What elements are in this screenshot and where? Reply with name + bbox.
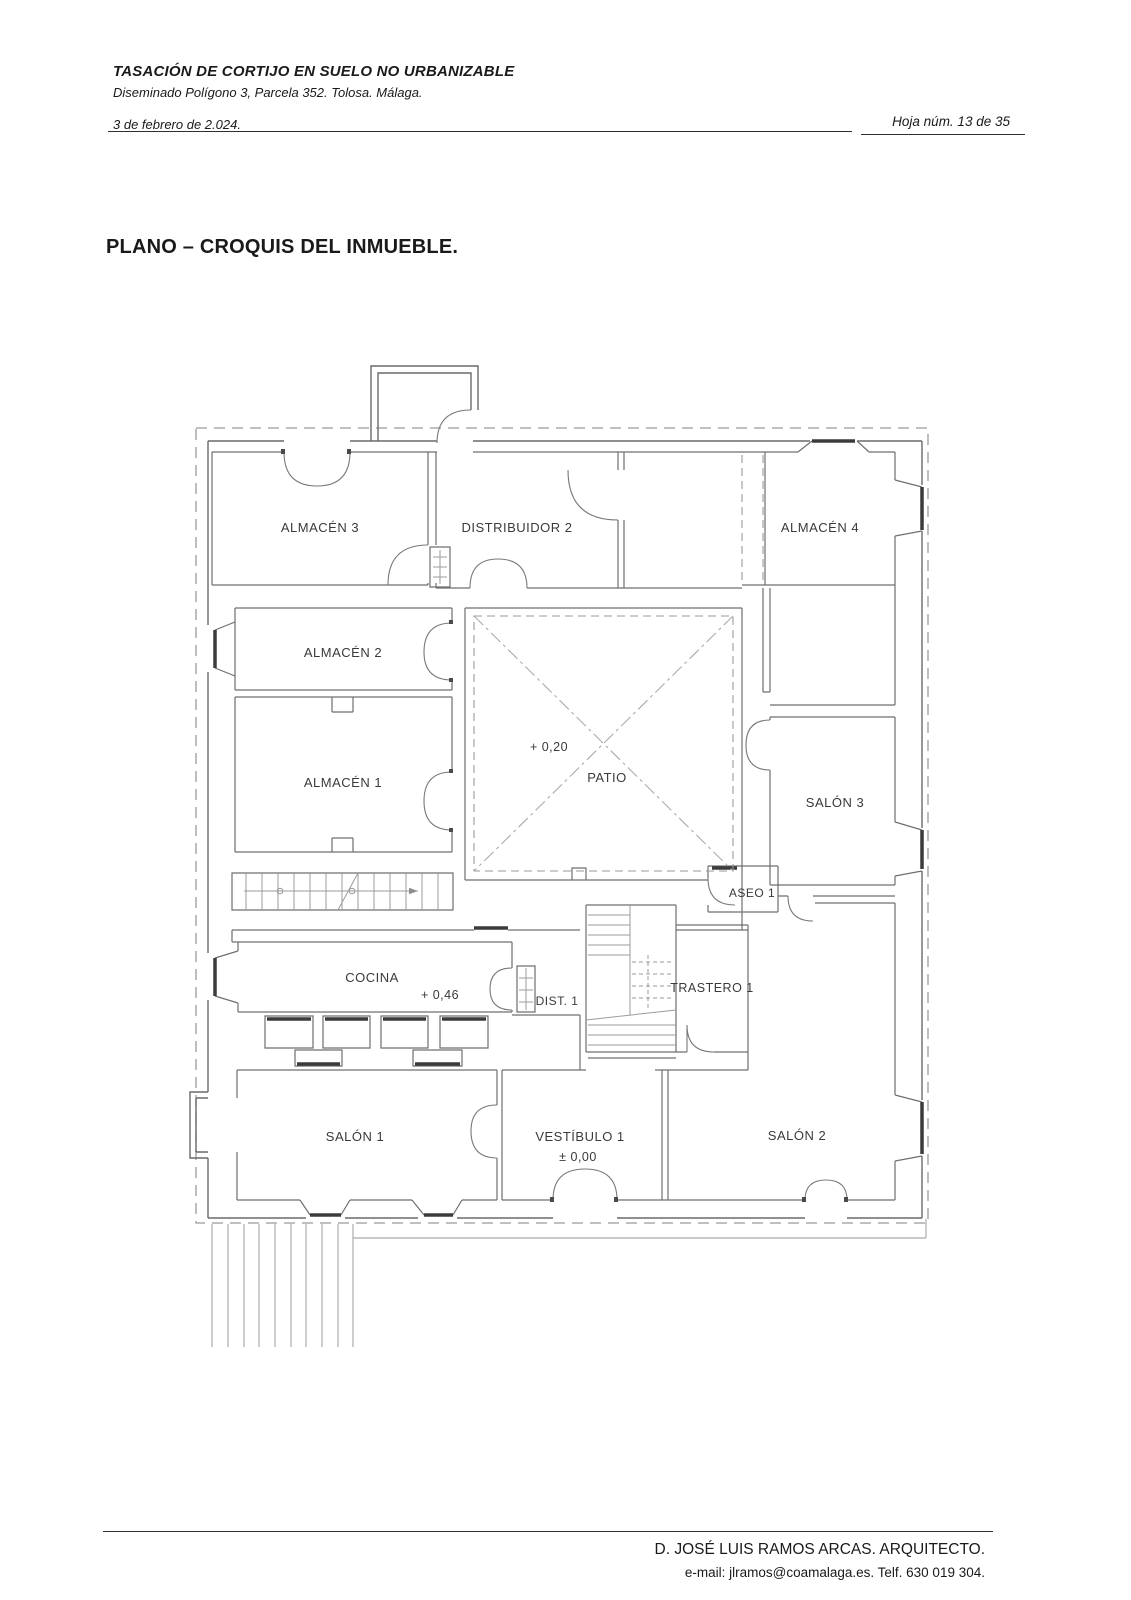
stair-hatching — [244, 550, 677, 1046]
cocina-level-label: + 0,46 — [421, 988, 459, 1002]
exterior-steps — [211, 1219, 927, 1347]
footer-rule — [103, 1531, 993, 1532]
document-title: TASACIÓN DE CORTIJO EN SUELO NO URBANIZA… — [113, 63, 515, 80]
patio-level-label: + 0,20 — [530, 740, 568, 754]
room-label-aseo1: ASEO 1 — [729, 886, 775, 900]
room-label-patio: PATIO — [587, 770, 627, 785]
stair-direction-arrow — [409, 887, 418, 895]
section-title: PLANO – CROQUIS DEL INMUEBLE. — [106, 236, 459, 258]
header-rule-right — [861, 134, 1025, 135]
patio-dashed-edge — [473, 455, 764, 872]
document-date: 3 de febrero de 2.024. — [113, 117, 241, 132]
room-label-almacen2: ALMACÉN 2 — [304, 645, 382, 660]
room-label-dist1: DIST. 1 — [536, 994, 579, 1008]
door-jambs — [281, 449, 848, 1202]
footer-contact: e-mail: jlramos@coamalaga.es. Telf. 630 … — [684, 1565, 985, 1580]
room-label-almacen1: ALMACÉN 1 — [304, 775, 382, 790]
document-subtitle: Diseminado Polígono 3, Parcela 352. Tolo… — [113, 85, 423, 100]
room-label-salon1: SALÓN 1 — [326, 1129, 384, 1144]
room-labels: ALMACÉN 3 DISTRIBUIDOR 2 ALMACÉN 4 ALMAC… — [281, 520, 864, 1164]
exterior-walls — [189, 365, 923, 1219]
window-bars — [213, 439, 924, 1217]
room-label-almacen3: ALMACÉN 3 — [281, 520, 359, 535]
room-label-almacen4: ALMACÉN 4 — [781, 520, 859, 535]
room-label-salon3: SALÓN 3 — [806, 795, 864, 810]
room-label-salon2: SALÓN 2 — [768, 1128, 826, 1143]
header-rule-left — [108, 131, 852, 132]
floor-plan: ALMACÉN 3 DISTRIBUIDOR 2 ALMACÉN 4 ALMAC… — [185, 358, 935, 1353]
room-label-trastero1: TRASTERO 1 — [670, 981, 754, 995]
interior-walls — [211, 440, 923, 1216]
footer-architect: D. JOSÉ LUIS RAMOS ARCAS. ARQUITECTO. — [654, 1541, 985, 1558]
floor-plan-drawing: ALMACÉN 3 DISTRIBUIDOR 2 ALMACÉN 4 ALMAC… — [189, 365, 929, 1347]
room-label-vestibulo1: VESTÍBULO 1 — [535, 1129, 624, 1144]
room-label-cocina: COCINA — [345, 970, 399, 985]
roof-overhang-dashed — [195, 427, 929, 1224]
door-swings — [283, 409, 848, 1201]
room-label-distribuidor2: DISTRIBUIDOR 2 — [461, 520, 572, 535]
page-number: Hoja núm. 13 de 35 — [892, 114, 1010, 129]
patio-diagonals — [473, 615, 734, 872]
vestibulo-level-label: ± 0,00 — [559, 1150, 597, 1164]
